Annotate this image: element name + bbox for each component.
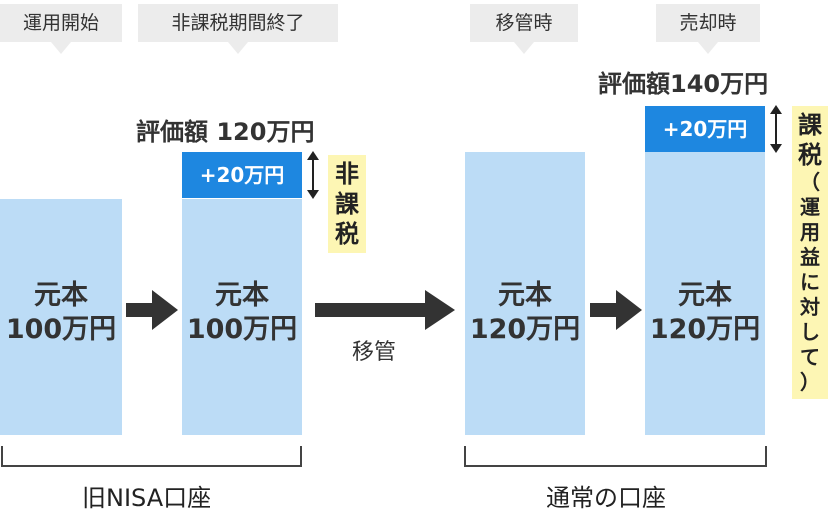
tax-char: 課	[798, 111, 822, 139]
bar-label-line2: 100万円	[5, 314, 117, 345]
stage-tag-start: 運用開始	[0, 4, 122, 54]
bar-label-line1: 元本	[215, 280, 269, 311]
tax-char: 非	[335, 160, 359, 188]
valuation-label-1: 評価額 120万円	[136, 118, 315, 146]
tax-note-char: ）	[800, 370, 820, 394]
tax-char: 課	[335, 190, 359, 218]
tax-note-char: （	[800, 170, 820, 194]
gain-box-1: +20万円	[182, 152, 302, 198]
tax-char: 税	[798, 141, 822, 169]
bar-label-line2: 100万円	[186, 314, 298, 345]
transfer-arrow-label: 移管	[352, 340, 397, 365]
principal-bar-tax-free-end: 元本 100万円	[182, 199, 302, 435]
bar-label-line2: 120万円	[649, 314, 761, 345]
tax-note-char: に	[800, 270, 820, 294]
non-taxable-box: 非 課 税	[328, 155, 366, 253]
arrow-right-icon	[590, 290, 642, 330]
double-arrow-icon	[770, 105, 782, 153]
bar-label-line1: 元本	[34, 280, 88, 311]
bar-label-line1: 元本	[498, 280, 552, 311]
tax-note-char: て	[800, 345, 820, 369]
tax-note-char: 益	[800, 245, 820, 269]
valuation-label-2: 評価額140万円	[598, 70, 769, 98]
group-bracket-regular	[464, 446, 767, 467]
group-bracket-old-nisa	[1, 446, 302, 467]
tax-note-char: 運	[800, 195, 820, 219]
stage-tag-tax-free-end: 非課税期間終了	[138, 4, 338, 54]
taxable-box: 課 税 （ 運 用 益 に 対 し て ）	[792, 106, 828, 399]
bar-label-line2: 120万円	[469, 314, 581, 345]
tax-note-char: 対	[800, 295, 820, 319]
tax-note-char: 用	[800, 220, 820, 244]
transfer-arrow-icon	[315, 290, 455, 330]
stage-tag-transfer: 移管時	[470, 4, 578, 54]
tax-note-char: し	[800, 320, 820, 344]
tax-char: 税	[335, 220, 359, 248]
principal-bar-transfer: 元本 120万円	[465, 152, 585, 435]
gain-box-2: +20万円	[645, 106, 765, 152]
group-label-old-nisa: 旧NISA口座	[82, 484, 212, 512]
principal-bar-sale: 元本 120万円	[645, 152, 765, 435]
arrow-right-icon	[126, 290, 178, 330]
stage-tag-sale: 売却時	[656, 4, 760, 54]
principal-bar-start: 元本 100万円	[0, 199, 122, 435]
bar-label-line1: 元本	[678, 280, 732, 311]
double-arrow-icon	[307, 151, 319, 199]
group-label-regular: 通常の口座	[546, 484, 666, 512]
